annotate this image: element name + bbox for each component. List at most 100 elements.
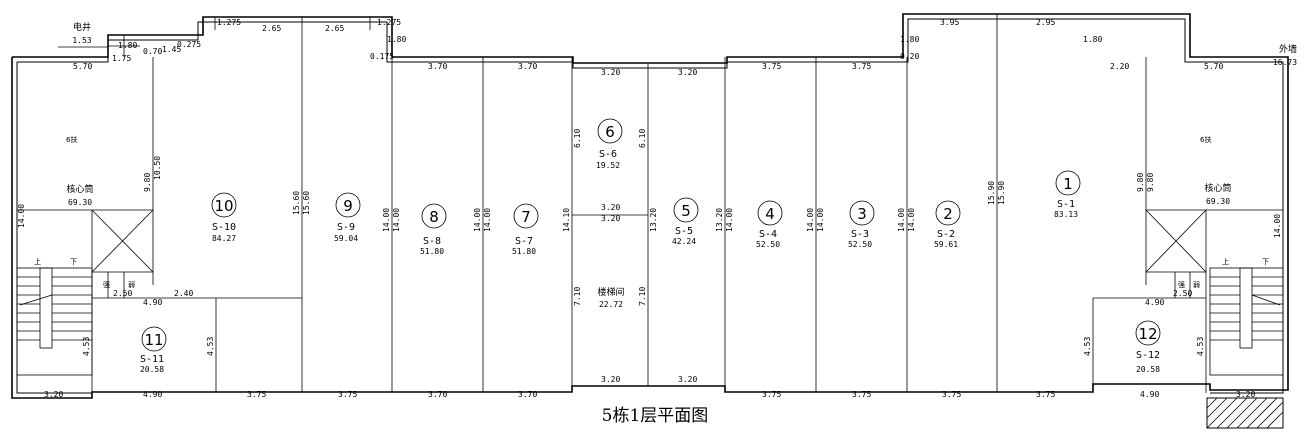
dim-bottom-1: 3.20	[44, 390, 63, 399]
dim-v-11: 6.10	[638, 129, 647, 148]
dim-misc-3: 2.50	[113, 289, 132, 298]
dim-top-18: 1.80	[900, 35, 919, 44]
core-right-label: 核心筒	[1204, 182, 1231, 194]
dim-top-15: 3.20	[678, 68, 697, 77]
unit-12-number: 12	[1138, 325, 1157, 343]
unit-2-number: 2	[943, 205, 953, 223]
dim-v-25: 7.10	[573, 287, 582, 306]
unit-3-number: 3	[857, 205, 867, 223]
dim-v-18: 14.00	[897, 208, 906, 232]
unit-9-code: S-9	[337, 222, 355, 233]
core-right-area: 69.30	[1206, 197, 1230, 206]
dim-v-1: 14.00	[17, 204, 26, 228]
unit-4-number: 4	[765, 205, 775, 223]
dim-top-24: 5.70	[73, 62, 92, 71]
hatched-block	[1206, 397, 1284, 429]
unit-8-area: 51.80	[420, 247, 444, 256]
unit-11-area: 20.58	[140, 365, 164, 374]
core-left-label: 核心筒	[66, 183, 93, 195]
dim-misc-6: 2.50	[1173, 289, 1192, 298]
dim-top-23: 2.20	[1110, 62, 1129, 71]
unit-7-area: 51.80	[512, 247, 536, 256]
dim-v-23: 9.80	[1146, 173, 1155, 192]
unit-10-number: 10	[214, 197, 233, 215]
unit-3-area: 52.50	[848, 240, 872, 249]
dim-top-1: 1.80	[118, 41, 137, 50]
dim-top-11: 0.175	[370, 52, 394, 61]
dim-top-13: 3.70	[518, 62, 537, 71]
dim-v-4: 15.60	[292, 191, 301, 215]
dim-top-12: 3.70	[428, 62, 447, 71]
unit-9-number: 9	[343, 197, 353, 215]
dim-top-5: 0.275	[177, 40, 201, 49]
dim-bottom-8: 3.20	[678, 375, 697, 384]
unit-5-number: 5	[681, 202, 691, 220]
dim-v-9: 14.00	[483, 208, 492, 232]
stair-left-up: 上	[34, 257, 41, 266]
dim-bottom-6: 3.70	[518, 390, 537, 399]
elec-right-a: 强	[1178, 281, 1185, 289]
dim-bottom-5: 3.70	[428, 390, 447, 399]
dim-misc-5: 2.40	[174, 289, 193, 298]
vertical-dimensions: 14.00 9.80 10.50 15.60 15.60 14.00 14.00…	[17, 129, 1282, 356]
unit-8-number: 8	[429, 208, 439, 226]
dim-v-13: 13.20	[649, 208, 658, 232]
dim-top-22: 1.80	[1083, 35, 1102, 44]
dim-v-30: 4.53	[1196, 337, 1205, 356]
dim-v-5: 15.60	[302, 191, 311, 215]
dim-v-8: 14.00	[473, 208, 482, 232]
dim-v-29: 4.53	[1083, 337, 1092, 356]
utility-shaft-value: 1.53	[72, 36, 91, 45]
dim-v-7: 14.00	[392, 208, 401, 232]
unit-11-number: 11	[144, 331, 163, 349]
dim-top-16: 3.75	[762, 62, 781, 71]
unit-12-code: S-12	[1136, 350, 1160, 361]
outer-wall-label: 外墙	[1279, 43, 1297, 55]
dim-v-12: 14.10	[562, 208, 571, 232]
unit-7-number: 7	[521, 208, 531, 226]
dim-bottom-4: 3.75	[338, 390, 357, 399]
unit-10-code: S-10	[212, 222, 236, 233]
dim-bottom-12: 3.75	[1036, 390, 1055, 399]
dim-bottom-3: 3.75	[247, 390, 266, 399]
drawing-title: 5栋1层平面图	[602, 406, 709, 426]
unit-6-code: S-6	[599, 149, 617, 160]
unit-7-code: S-7	[515, 236, 533, 247]
unit-4-code: S-4	[759, 229, 777, 240]
dim-top-20: 3.95	[940, 18, 959, 27]
dim-v-20: 15.90	[987, 181, 996, 205]
dim-v-17: 14.00	[816, 208, 825, 232]
dim-misc-7: 4.90	[1145, 298, 1164, 307]
dim-top-17: 3.75	[852, 62, 871, 71]
dim-v-21: 15.90	[997, 181, 1006, 205]
dim-misc-2: 3.20	[601, 214, 620, 223]
dim-misc-1: 3.20	[601, 203, 620, 212]
dim-v-15: 14.00	[725, 208, 734, 232]
dim-top-8: 2.65	[325, 24, 344, 33]
dim-v-6: 14.00	[382, 208, 391, 232]
dim-top-3: 0.70	[143, 47, 162, 56]
unit-1-number: 1	[1063, 175, 1073, 193]
stair-right	[1209, 267, 1284, 376]
stair-label: 楼梯间	[597, 286, 624, 298]
unit-6-area: 19.52	[596, 161, 620, 170]
dim-top-21: 2.95	[1036, 18, 1055, 27]
unit-8-code: S-8	[423, 236, 441, 247]
dim-bottom-7: 3.20	[601, 375, 620, 384]
dim-v-22: 9.80	[1136, 173, 1145, 192]
dim-v-3: 10.50	[153, 156, 162, 180]
unit-6-number: 6	[605, 123, 615, 141]
dim-top-7: 2.65	[262, 24, 281, 33]
dim-v-27: 4.53	[82, 337, 91, 356]
unit-1-code: S-1	[1057, 199, 1075, 210]
stair-right-down: 下	[1262, 258, 1269, 266]
unit-1-area: 83.13	[1054, 210, 1078, 219]
core-left-area: 69.30	[68, 198, 92, 207]
unit-11-code: S-11	[140, 354, 164, 365]
dim-top-14: 3.20	[601, 68, 620, 77]
dim-v-26: 7.10	[638, 287, 647, 306]
dim-top-6: 1.275	[217, 18, 241, 27]
unit-9-area: 59.04	[334, 234, 358, 243]
dim-top-25: 5.70	[1204, 62, 1223, 71]
